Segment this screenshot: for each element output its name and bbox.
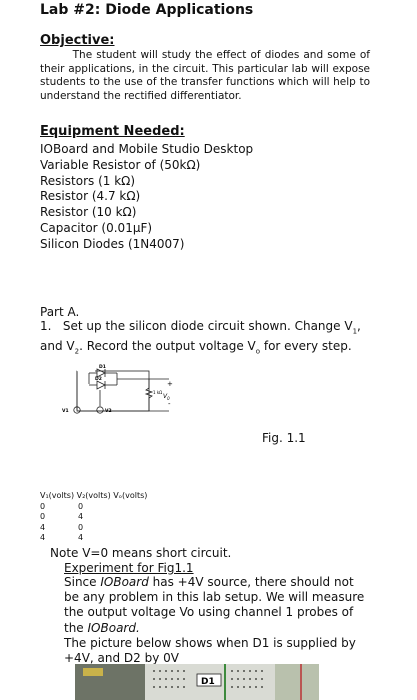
step-text-a: Set up the silicon diode circuit shown. … <box>62 319 353 333</box>
objective-heading: Objective: <box>40 33 115 48</box>
sub-2: 2 <box>74 347 80 356</box>
page-title: Lab #2: Diode Applications <box>40 2 254 18</box>
diode-d2-symbol <box>96 380 106 390</box>
label-v1: V1 <box>62 408 69 414</box>
sub-o: o <box>255 347 261 356</box>
equipment-item: Resistors (1 kΩ) <box>40 173 135 188</box>
table-cell: 0 <box>78 501 84 511</box>
table-cell: 4 <box>78 533 84 542</box>
table-cell: 0 <box>40 512 46 521</box>
circuit-frame <box>76 370 150 412</box>
objective-body: The student will study the effect of dio… <box>40 49 370 102</box>
label-vo-sub: 0 <box>167 396 170 401</box>
resistor-symbol <box>144 379 154 411</box>
equipment-item: Silicon Diodes (1N4007) <box>40 236 185 251</box>
label-plus: + <box>167 380 173 388</box>
photo-d1-label: D1 <box>201 677 215 687</box>
equipment-heading: Equipment Needed: <box>40 124 185 139</box>
part-a-label: Part A. <box>40 305 80 319</box>
source-v1-symbol <box>73 406 81 414</box>
equipment-item: Capacitor (0.01µF) <box>40 220 153 235</box>
figure-caption: Fig. 1.1 <box>262 431 306 445</box>
table-cell: 4 <box>40 533 46 542</box>
step-1-text: 1. Set up the silicon diode circuit show… <box>40 319 370 360</box>
exp-text-b: IOBoard <box>100 575 149 589</box>
exp-text-a: Since <box>64 575 101 589</box>
exp-text-e: The picture below shows when D1 is suppl… <box>64 635 356 666</box>
equipment-item: Resistor (4.7 kΩ) <box>40 189 141 204</box>
equipment-item: Resistor (10 kΩ) <box>40 205 137 220</box>
label-d1: D1 <box>99 364 106 370</box>
exp-text-c: has +4V source, there should not be any … <box>64 575 365 635</box>
experiment-paragraph: Since IOBoard has +4V source, there shou… <box>64 575 372 666</box>
diode-circuit-diagram: D1 D2 V1 V2 1 kΩ + - V0 <box>62 364 173 414</box>
table-cell: 0 <box>78 522 84 532</box>
label-v2: V2 <box>105 408 112 414</box>
diode-d1-symbol <box>96 368 106 378</box>
equipment-item: Variable Resistor of (50kΩ) <box>40 157 201 172</box>
objective-text: The student will study the effect of dio… <box>40 49 370 103</box>
step-number: 1. <box>40 319 52 333</box>
label-minus: - <box>168 400 171 408</box>
label-vo-v: V <box>163 393 168 400</box>
table-cell: 4 <box>78 512 84 521</box>
step-text-d: for every step. <box>260 339 352 354</box>
step-text-c: . Record the output voltage V <box>79 339 256 354</box>
exp-text-d: IOBoard. <box>87 620 140 635</box>
step-text-b: , and V <box>40 319 361 354</box>
note-text: Note V=0 means short circuit. <box>50 546 232 560</box>
sub-1: 1 <box>352 327 358 336</box>
table-cell: 0 <box>40 501 46 511</box>
source-v2-symbol <box>96 406 104 414</box>
breadboard-photo: D1 <box>75 664 319 700</box>
equipment-item: IOBoard and Mobile Studio Desktop <box>40 142 254 156</box>
label-vo: V0 <box>163 393 170 401</box>
table-header: V₁(volts) V₂(volts) Vₒ(volts) <box>40 491 148 500</box>
table-cell: 4 <box>40 522 46 532</box>
breadboard-image: D1 <box>75 664 319 700</box>
label-d2: D2 <box>95 376 102 382</box>
label-resistor: 1 kΩ <box>153 390 162 395</box>
experiment-link[interactable]: Experiment for Fig1.1 <box>64 561 194 575</box>
equipment-list: IOBoard and Mobile Studio Desktop Variab… <box>40 142 253 253</box>
